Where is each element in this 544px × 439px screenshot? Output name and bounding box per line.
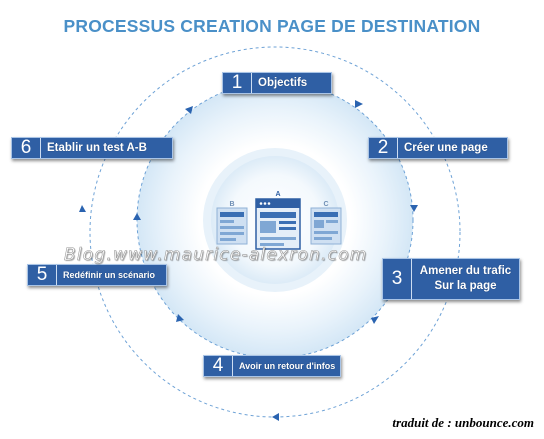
variant-a-label: A (275, 191, 280, 198)
step-6: 6 Etablir un test A-B (11, 137, 173, 159)
step-6-label: Etablir un test A-B (47, 142, 147, 154)
page-mockup-c: C (310, 201, 342, 245)
arrow-right-lower-icon (371, 316, 379, 324)
step-5-number: 5 (28, 264, 57, 285)
step-1-number: 1 (223, 72, 252, 93)
step-2-number: 2 (369, 137, 398, 158)
diagram-title: PROCESSUS CREATION PAGE DE DESTINATION (63, 16, 481, 36)
variant-c-label: C (323, 201, 328, 208)
credit-text: traduit de : unbounce.com (392, 415, 534, 430)
step-3-label-line2: Sur la page (434, 280, 497, 292)
step-3-number: 3 (383, 259, 412, 299)
step-4-label: Avoir un retour d'infos (239, 361, 336, 371)
step-3-label-line1: Amener du trafic (419, 265, 512, 277)
step-3-label: Amener du trafic Sur la page (412, 264, 519, 294)
arrow-right-upper-icon (410, 205, 418, 212)
arrow-left-lower-icon (176, 314, 184, 322)
arrow-outer-left-icon (79, 205, 86, 212)
step-3: 3 Amener du trafic Sur la page (382, 258, 520, 300)
step-2-label: Créer une page (404, 142, 488, 154)
step-1: 1 Objectifs (222, 72, 332, 94)
step-4: 4 Avoir un retour d'infos (203, 355, 341, 377)
arrow-top-right-icon (355, 100, 363, 108)
center-illustration: B C A (216, 191, 342, 250)
arrow-bottom-icon (272, 413, 279, 421)
arrow-left-mid-icon (133, 213, 141, 220)
page-mockup-a: A (255, 191, 301, 250)
arrow-upper-left-icon (185, 106, 193, 114)
page-mockup-b: B (216, 201, 248, 245)
step-4-number: 4 (204, 355, 233, 376)
step-1-label: Objectifs (258, 77, 308, 89)
step-5-label: Redéfinir un scénario (63, 270, 156, 280)
watermark: Blog.www.maurice-alexron.com (64, 245, 368, 266)
step-5: 5 Redéfinir un scénario (27, 264, 167, 286)
variant-b-label: B (229, 201, 234, 208)
step-2: 2 Créer une page (368, 137, 508, 159)
step-6-number: 6 (12, 137, 41, 158)
